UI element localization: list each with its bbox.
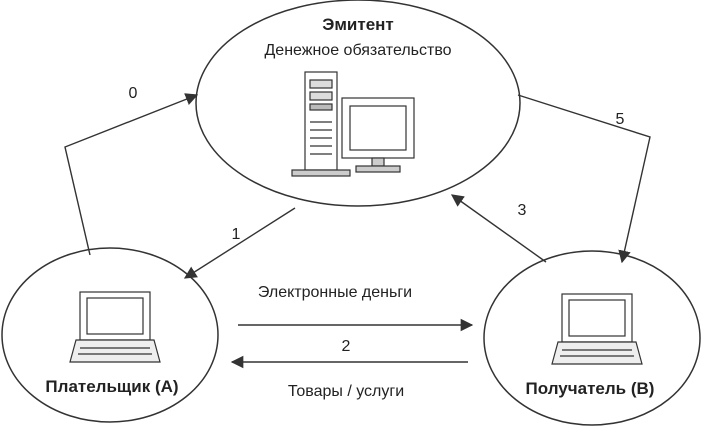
monitor-icon xyxy=(341,97,415,173)
payer-node xyxy=(1,247,219,423)
money-flow-label: Электронные деньги xyxy=(258,284,412,301)
edge-3-arrow xyxy=(450,194,547,263)
payer-laptop-icon xyxy=(69,291,161,363)
edge-0-arrow xyxy=(64,93,199,256)
issuer-title: Эмитент xyxy=(322,15,394,34)
receiver-title: Получатель (В) xyxy=(526,379,655,398)
edge-1-label: 1 xyxy=(232,226,241,243)
edge-3-label: 3 xyxy=(518,202,527,219)
edge-2-label: 2 xyxy=(342,338,351,355)
edge-1-arrow xyxy=(183,207,296,279)
edge-0-label: 0 xyxy=(129,85,138,102)
goods-flow-label: Товары / услуги xyxy=(288,383,404,400)
payer-title: Плательщик (А) xyxy=(45,377,178,396)
receiver-node xyxy=(483,250,701,426)
server-icon xyxy=(291,71,351,177)
edge-5-arrow xyxy=(517,94,651,264)
edge-5-label: 5 xyxy=(616,111,625,128)
receiver-laptop-icon xyxy=(551,293,643,365)
issuer-subtitle: Денежное обязательство xyxy=(264,42,451,59)
